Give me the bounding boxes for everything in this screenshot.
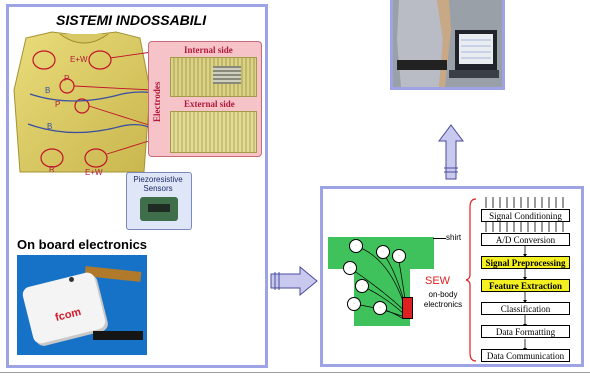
stage-feature-extraction: Feature Extraction [481, 279, 570, 292]
bottom-divider [0, 372, 590, 373]
stage-data-communication: Data Communication [481, 349, 570, 362]
electrodes-label: Electrodes [152, 81, 162, 122]
device-battery [93, 331, 143, 340]
stage-ad-conversion: A/D Conversion [481, 233, 570, 246]
external-side-label: External side [184, 99, 235, 109]
marker-ew-top: E+W [70, 55, 88, 64]
panel-title: SISTEMI INDOSSABILI [56, 12, 207, 28]
device-led [69, 277, 74, 282]
right-arrow [270, 266, 318, 296]
onbody-electronics-label: on-body electronics [423, 290, 463, 309]
up-arrow [438, 124, 464, 180]
internal-electrode-pad [213, 66, 241, 84]
sensor-node: ⋅ [376, 245, 390, 259]
piezo-sensor-label: Piezoresistive Sensors [133, 175, 183, 193]
marker-r: R [49, 165, 55, 174]
marker-b-upper: B [45, 86, 51, 95]
sensor-node: ⋅ [343, 261, 357, 275]
marker-b-lower: B [47, 122, 53, 131]
piezo-sensor-strip [148, 204, 170, 212]
marker-p-lower: P [55, 100, 61, 109]
sensorized-shirt-image [13, 31, 173, 173]
pipeline-graphics [466, 197, 564, 362]
marker-ew-bottom: E+W [85, 168, 103, 177]
stage-data-formatting: Data Formatting [481, 325, 570, 338]
shirt-pointer-line [433, 238, 446, 239]
internal-side-label: Internal side [184, 45, 233, 55]
shirt-label: shirt [446, 233, 462, 242]
onboard-electronics-label: On board electronics [17, 237, 148, 252]
sensor-node: ⋅ [347, 297, 361, 311]
stage-signal-preprocessing: Signal Preprocessing [481, 256, 570, 269]
sensor-node: ⋅ [349, 239, 363, 253]
sensor-node: ⋅ [392, 249, 406, 263]
stage-classification: Classification [481, 302, 570, 315]
sew-label: SEW [425, 275, 451, 287]
sew-module [402, 297, 413, 319]
marker-p-upper: P [64, 74, 70, 83]
sensor-node: ⋅ [373, 301, 387, 315]
person-with-laptop-image [393, 0, 502, 87]
sensor-node: ⋅ [355, 279, 369, 293]
onboard-device-photo: fcom [17, 255, 147, 355]
stage-signal-conditioning: Signal Conditioning [481, 209, 570, 222]
external-electrode-image [170, 111, 257, 153]
